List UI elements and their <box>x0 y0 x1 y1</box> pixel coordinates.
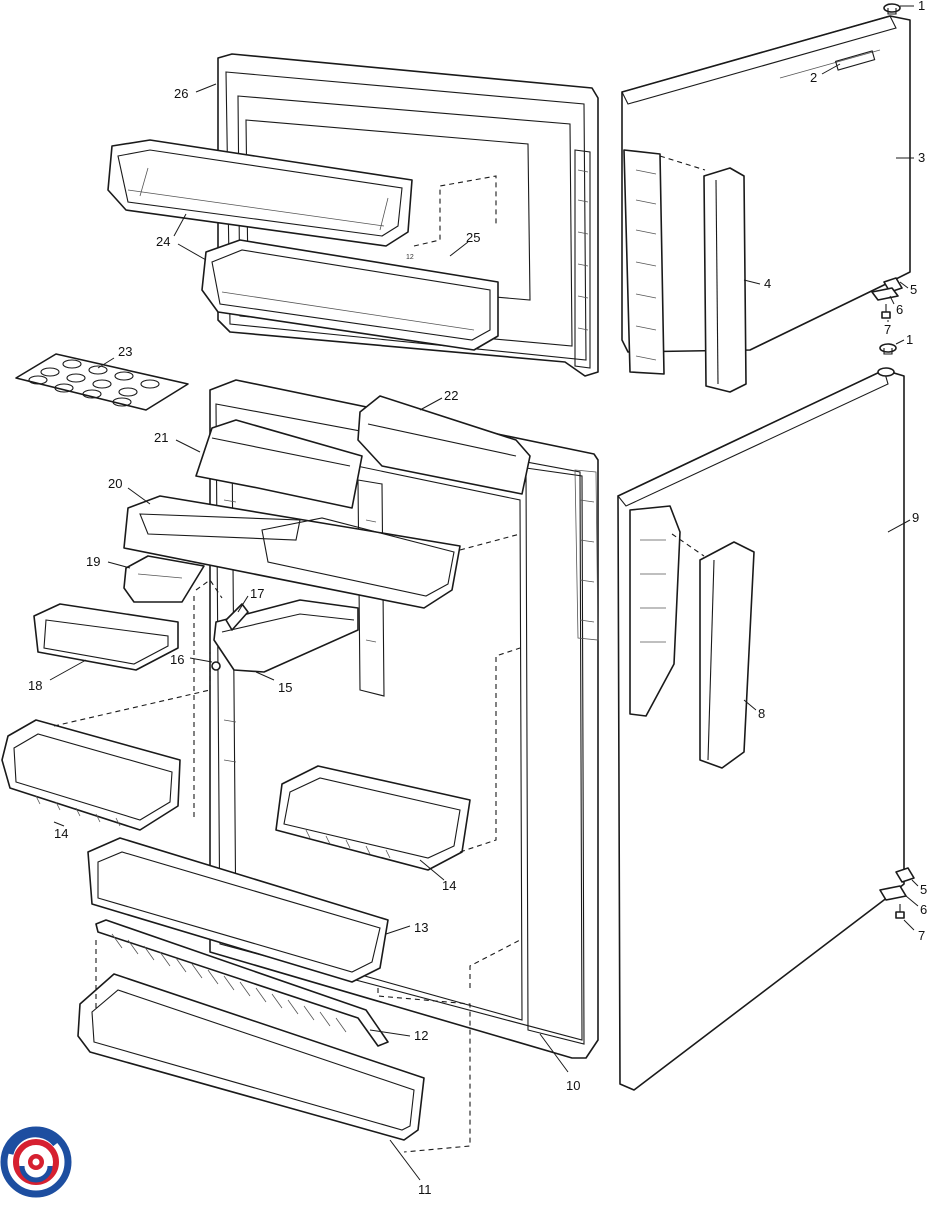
freezer-door-shelf-upper <box>107 139 413 247</box>
callout-13: 13 <box>414 920 428 935</box>
adjustable-shelf-bracket <box>211 599 359 673</box>
callout-5-top: 5 <box>910 282 917 297</box>
hinge-parts-upper <box>871 277 903 319</box>
callout-21: 21 <box>154 430 168 445</box>
fresh-food-door-gasket <box>629 505 681 717</box>
callout-8: 8 <box>758 706 765 721</box>
callout-1-lower: 1 <box>906 332 913 347</box>
callout-6-lower: 6 <box>920 902 927 917</box>
callout-11: 11 <box>418 1182 432 1197</box>
callout-25: 25 <box>466 230 480 245</box>
callout-4: 4 <box>764 276 771 291</box>
callout-18: 18 <box>28 678 42 693</box>
callout-15: 15 <box>278 680 292 695</box>
door-bin-center <box>275 765 471 871</box>
fresh-food-handle <box>699 541 755 769</box>
callout-24: 24 <box>156 234 170 249</box>
freezer-door <box>621 15 911 353</box>
callout-12: 12 <box>414 1028 428 1043</box>
callout-6-top: 6 <box>896 302 903 317</box>
callout-23: 23 <box>118 344 132 359</box>
callout-3: 3 <box>918 150 925 165</box>
freezer-handle <box>703 167 747 393</box>
rail-strip <box>95 919 389 1047</box>
callout-7-top: 7 <box>884 322 891 337</box>
freezer-door-gasket <box>623 149 665 375</box>
door-bin-long <box>87 837 389 983</box>
callout-2: 2 <box>810 70 817 85</box>
callout-5-lower: 5 <box>920 882 927 897</box>
callout-1-top: 1 <box>918 0 925 13</box>
dairy-compartment-cover <box>357 395 531 495</box>
callout-19: 19 <box>86 554 100 569</box>
hinge-cap-lower <box>879 343 897 355</box>
guide-lines-lower <box>377 647 521 1153</box>
callout-16: 16 <box>170 652 184 667</box>
hinge-parts-lower <box>879 867 915 919</box>
guide-line-8 <box>671 533 705 557</box>
callout-10: 10 <box>566 1078 580 1093</box>
freezer-door-shelf-lower <box>201 239 499 351</box>
guide-line-4 <box>659 155 706 171</box>
guide-line-20 <box>459 533 521 551</box>
callout-14-center: 14 <box>442 878 456 893</box>
door-bin-bottom <box>77 973 425 1141</box>
slide-out-drawer <box>33 603 179 671</box>
callout-group: 1 2 3 4 5 6 7 1 5 6 7 8 9 10 11 12 13 <box>28 0 927 1197</box>
door-mark-number: 12 <box>406 254 414 261</box>
swirl-logo-icon <box>0 1126 72 1198</box>
guide-line-left-bins <box>53 596 211 1010</box>
upper-compartment-cover <box>195 419 363 509</box>
drawer-bracket <box>123 555 205 603</box>
door-bin-left <box>1 719 181 831</box>
callout-22: 22 <box>444 388 458 403</box>
callout-9: 9 <box>912 510 919 525</box>
guide-line-17 <box>195 579 223 599</box>
callout-26: 26 <box>174 86 188 101</box>
tray-twin-shelf <box>123 495 461 609</box>
egg-tray <box>15 353 189 411</box>
hinge-cap-top <box>883 3 901 15</box>
callout-20: 20 <box>108 476 122 491</box>
callout-7-lower: 7 <box>918 928 925 943</box>
callout-14-left: 14 <box>54 826 68 841</box>
guide-line-25 <box>413 175 497 247</box>
callout-17: 17 <box>250 586 264 601</box>
fresh-food-door <box>617 367 905 1091</box>
